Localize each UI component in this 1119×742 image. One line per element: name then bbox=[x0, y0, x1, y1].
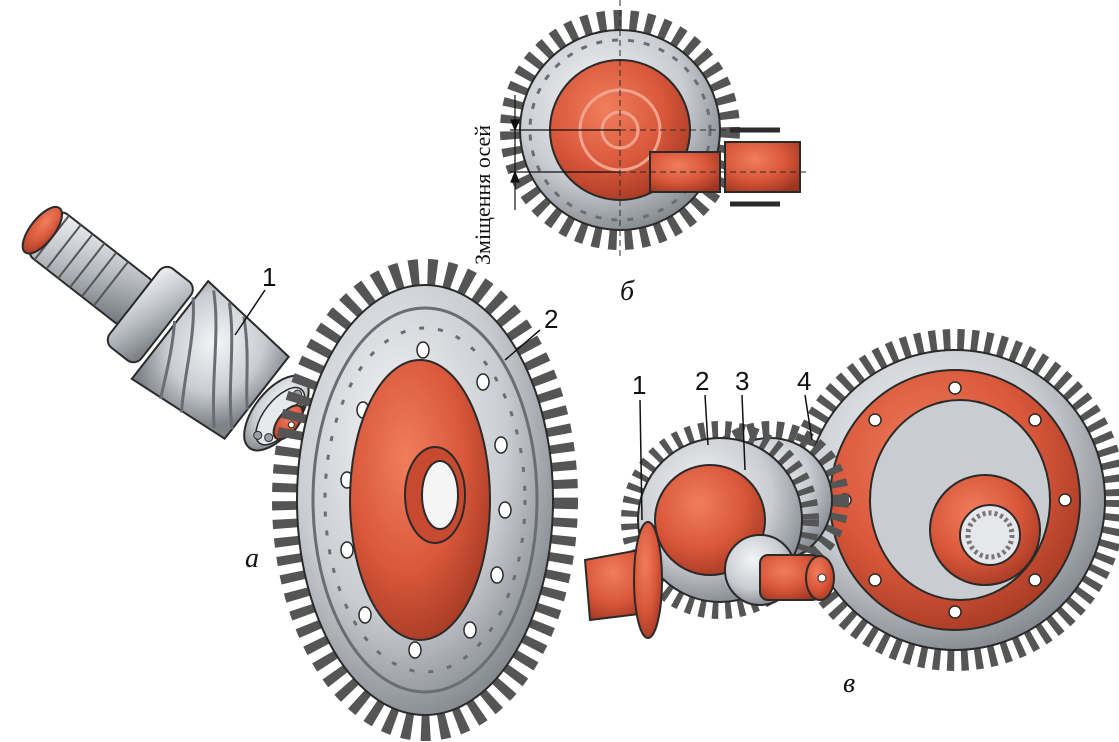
panel-label-b: б bbox=[620, 276, 635, 307]
callout-a-2: 2 bbox=[544, 304, 559, 334]
axis-offset-label: Зміщення осей bbox=[470, 124, 495, 265]
callout-c-3: 3 bbox=[735, 366, 750, 396]
callout-leaders-c bbox=[639, 394, 813, 521]
callout-leaders-a bbox=[234, 289, 541, 361]
pinion-shaft-a bbox=[21, 205, 310, 452]
gear-train-c bbox=[583, 329, 1119, 671]
panel-label-c: в bbox=[843, 668, 856, 699]
ring-gear-a bbox=[272, 259, 578, 741]
callout-c-1: 1 bbox=[632, 370, 647, 400]
callout-a-1: 1 bbox=[262, 262, 277, 292]
offset-dimension bbox=[510, 95, 620, 210]
hypoid-view-b bbox=[500, 0, 810, 260]
bolt-holes bbox=[340, 341, 512, 659]
panel-label-a: а bbox=[245, 543, 259, 574]
callout-c-2: 2 bbox=[695, 366, 710, 396]
input-shaft-c bbox=[583, 521, 663, 639]
callout-c-4: 4 bbox=[797, 366, 812, 396]
